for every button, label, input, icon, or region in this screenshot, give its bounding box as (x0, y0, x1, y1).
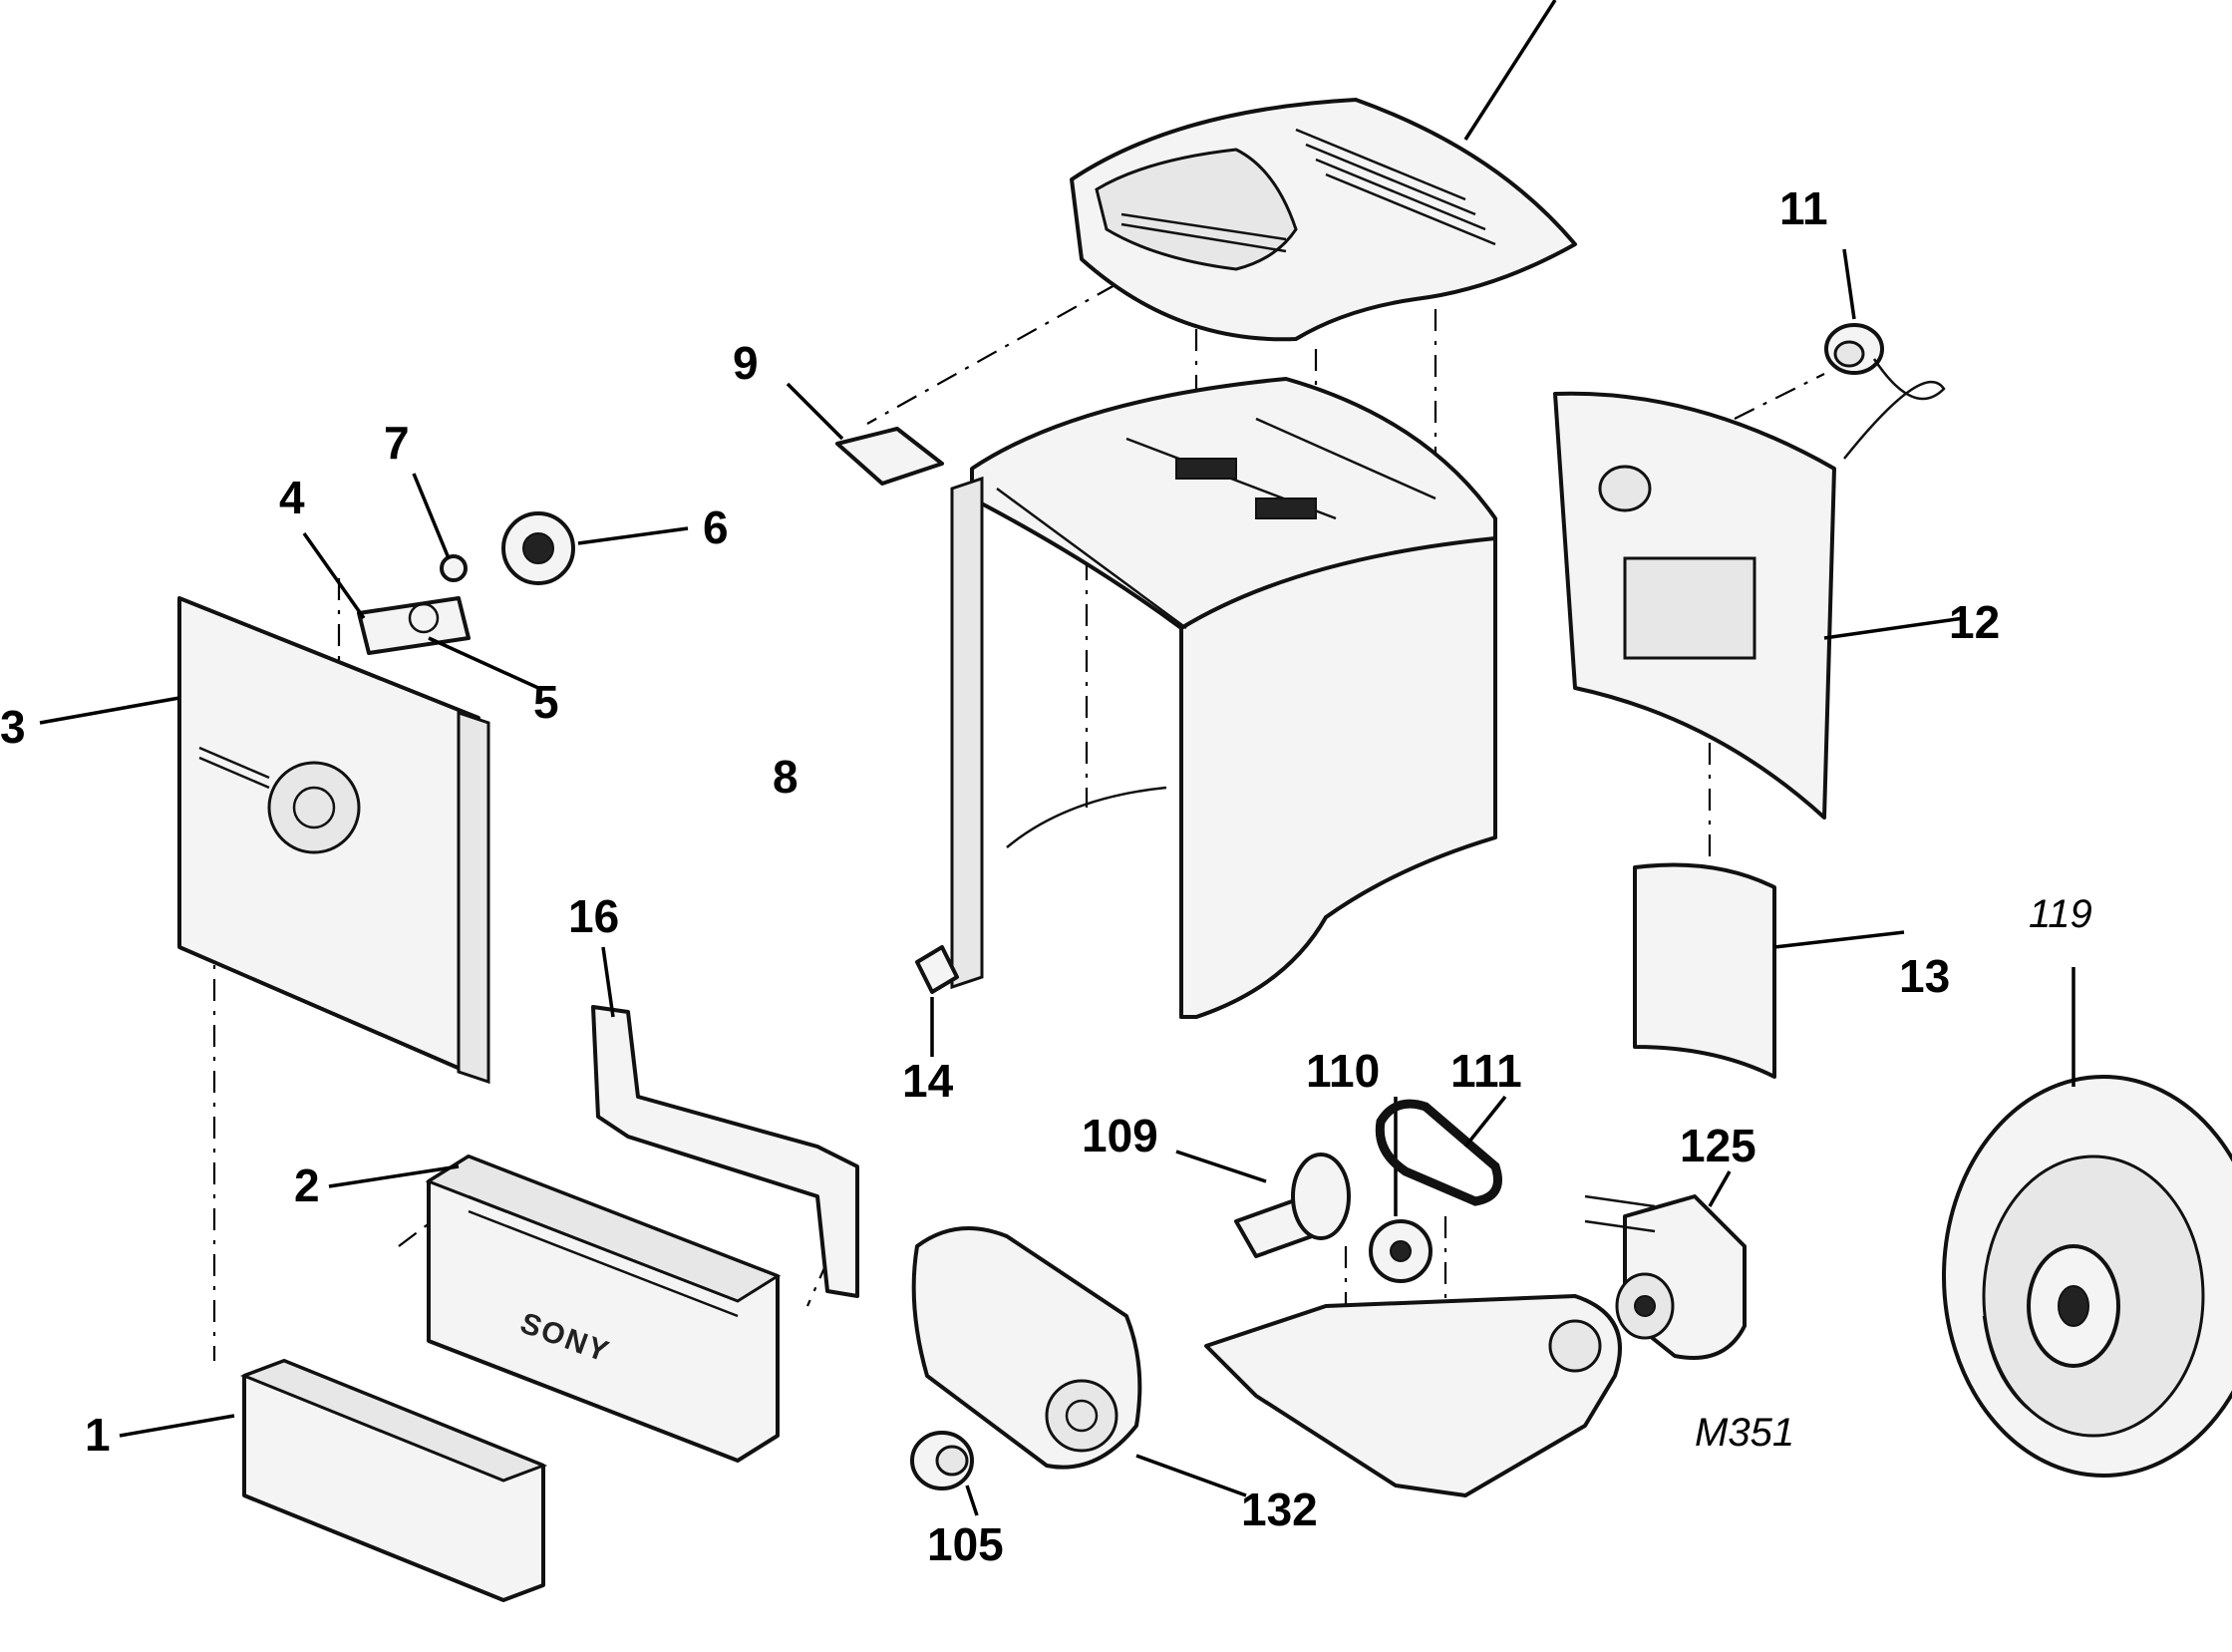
callout-m351: M351 (1695, 1411, 1794, 1455)
motor-icon (1584, 1170, 1747, 1360)
callout-125: 125 (1680, 1120, 1756, 1171)
knob-icon (501, 511, 689, 585)
motor-icon (911, 1226, 1247, 1497)
callout-111: 111 (1450, 1045, 1522, 1097)
connector-icon (1824, 248, 1946, 460)
roller-icon (910, 1431, 979, 1516)
callout-119: 119 (2029, 892, 2092, 936)
callout-4: 4 (279, 472, 305, 523)
callout-9: 9 (733, 337, 759, 389)
bracket-icon (786, 382, 944, 486)
callout-105: 105 (927, 1518, 1004, 1570)
clip-icon (915, 945, 959, 1057)
callout-14: 14 (902, 1055, 954, 1107)
callout-11: 11 (1779, 182, 1828, 234)
panel-icon (1553, 391, 1965, 820)
cabinet-icon (950, 377, 1497, 1019)
panel-icon (119, 1359, 548, 1602)
spindle-icon (1175, 1150, 1351, 1258)
callout-12: 12 (1949, 596, 2000, 648)
callout-13: 13 (1899, 950, 1950, 1002)
callout-16: 16 (568, 890, 619, 942)
callout-5: 5 (533, 676, 559, 728)
panel-icon (39, 596, 490, 1085)
top-cover-icon (1070, 0, 1577, 342)
callout-8: 8 (773, 751, 798, 803)
callout-6: 6 (703, 501, 729, 553)
callout-110: 110 (1306, 1045, 1380, 1097)
belt-icon (1375, 1095, 1507, 1206)
bracket-icon (591, 946, 859, 1298)
callout-109: 109 (1082, 1110, 1158, 1161)
callout-labels: 1 2 3 4 5 6 7 8 9 11 12 13 14 16 105 109… (0, 182, 2092, 1570)
callout-132: 132 (1241, 1484, 1318, 1535)
screw-icon (412, 473, 468, 582)
cassette-unit-icon: SONY (328, 1155, 782, 1463)
chassis-plate-icon (1204, 1294, 1622, 1497)
callout-7: 7 (384, 417, 410, 469)
bracket-icon (302, 531, 539, 690)
callout-1: 1 (85, 1409, 111, 1461)
pulley-icon (1369, 1097, 1433, 1283)
callout-3: 3 (0, 701, 26, 753)
speaker-icon (1942, 967, 2232, 1478)
callout-2: 2 (294, 1159, 320, 1211)
panel-icon (1633, 862, 1905, 1079)
